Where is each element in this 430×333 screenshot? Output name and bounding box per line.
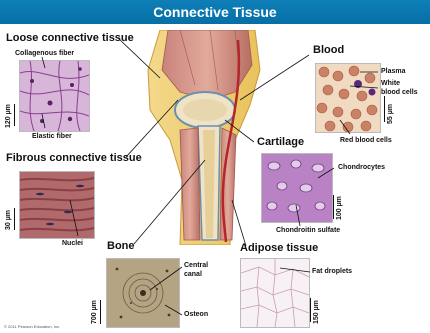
label-fibrous-connective-tissue: Fibrous connective tissue — [6, 152, 142, 164]
label-white-blood-cells-line2: blood cells — [381, 89, 418, 96]
label-elastic-fiber: Elastic fiber — [32, 133, 72, 140]
page-title: Connective Tissue — [153, 4, 276, 20]
scale-bar-cartilage — [333, 195, 334, 219]
scale-bar-bone — [100, 300, 101, 324]
label-cartilage: Cartilage — [257, 136, 304, 148]
label-white-blood-cells-line1: White — [381, 80, 400, 87]
label-bone: Bone — [107, 240, 135, 252]
label-plasma: Plasma — [381, 68, 406, 75]
scale-bar-blood — [384, 96, 385, 122]
label-chondroitin-sulfate: Chondroitin sulfate — [276, 227, 340, 234]
label-osteon: Osteon — [184, 311, 208, 318]
title-banner: Connective Tissue — [0, 0, 430, 24]
scale-label-bone: 700 µm — [91, 300, 98, 324]
loose-connective-tissue-photo — [19, 60, 90, 132]
bone-photo — [106, 258, 180, 328]
adipose-tissue-photo — [240, 258, 310, 328]
cartilage-photo — [261, 153, 333, 223]
scale-label-blood: 55 µm — [387, 104, 394, 124]
fibrous-connective-tissue-photo — [19, 171, 95, 239]
label-adipose-tissue: Adipose tissue — [240, 242, 318, 254]
label-collagenous-fiber: Collagenous fiber — [15, 50, 74, 57]
scale-label-cartilage: 100 µm — [336, 196, 343, 220]
blood-photo — [315, 63, 381, 133]
label-central-canal-line1: Central — [184, 262, 208, 269]
label-nuclei: Nuclei — [62, 240, 83, 247]
scale-label-loose: 120 µm — [5, 104, 12, 128]
scale-bar-loose — [14, 104, 15, 126]
label-blood: Blood — [313, 44, 344, 56]
label-fat-droplets: Fat droplets — [312, 268, 352, 275]
label-red-blood-cells: Red blood cells — [340, 137, 392, 144]
scale-label-adipose: 150 µm — [313, 300, 320, 324]
scale-label-fibrous: 30 µm — [5, 210, 12, 230]
label-loose-connective-tissue: Loose connective tissue — [6, 32, 134, 44]
scale-bar-fibrous — [14, 208, 15, 230]
copyright-note: © 2011 Pearson Education, Inc. — [4, 324, 60, 329]
label-central-canal-line2: canal — [184, 271, 202, 278]
label-chondrocytes: Chondrocytes — [338, 164, 385, 171]
scale-bar-adipose — [310, 298, 311, 322]
